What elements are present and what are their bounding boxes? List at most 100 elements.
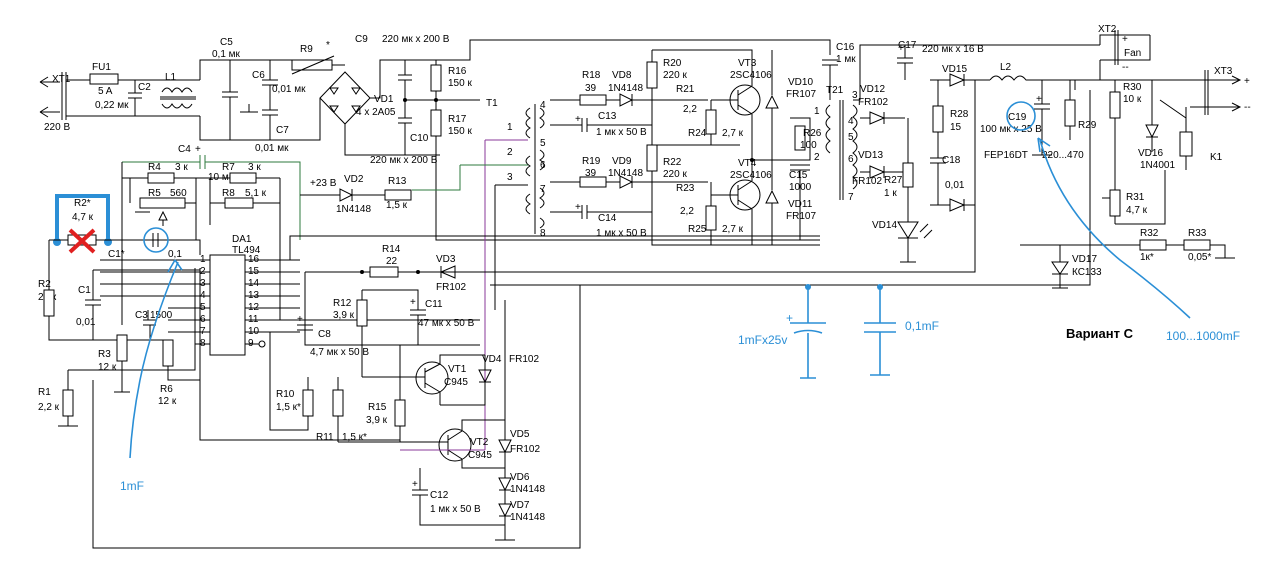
c8-value: 4,7 мк x 50 В <box>310 347 369 358</box>
c9-value: 220 мк x 200 В <box>382 34 450 45</box>
vd16-label: VD16 <box>1138 148 1163 159</box>
r3-value: 12 к <box>98 362 117 373</box>
r15-label: R15 <box>368 402 387 413</box>
vd12-label: VD12 <box>860 84 885 95</box>
r6-label: R6 <box>160 384 173 395</box>
modified-parts: R2* 4,7 к C1* 0,1 <box>49 194 201 260</box>
vd13-label: VD13 <box>858 150 883 161</box>
r13-label: R13 <box>388 176 407 187</box>
c7-label: C7 <box>276 125 289 136</box>
c19-circle <box>1006 101 1036 131</box>
lower-driver: R19 39 VD9 1N4148 + C14 1 мк x 50 В R22 … <box>550 144 820 246</box>
r19-label: R19 <box>582 156 601 167</box>
r27-value: 1 к <box>884 188 897 199</box>
vt4-value: 2SC4106 <box>730 170 772 181</box>
r28-resistor <box>932 105 944 133</box>
c2-label: C2 <box>138 82 151 93</box>
c2-value: 0,22 мк <box>95 100 129 111</box>
r6-resistor <box>162 339 174 367</box>
t21-pin-6: 6 <box>848 154 854 165</box>
r16-value: 150 к <box>448 78 472 89</box>
r12-resistor <box>356 299 368 327</box>
c12-label: C12 <box>430 490 449 501</box>
r11-value: 1,5 к* <box>342 432 367 443</box>
r28-value: 15 <box>950 122 962 133</box>
vd4-label: VD4 <box>482 354 502 365</box>
r6-value: 12 к <box>158 396 177 407</box>
r17-label: R17 <box>448 114 467 125</box>
r3-label: R3 <box>98 349 111 360</box>
c13-label: C13 <box>598 111 617 122</box>
bulk-capacitors: + C9 220 мк x 200 В C10 220 мк x 200 В R… <box>355 34 831 241</box>
vd5-label: VD5 <box>510 429 530 440</box>
t1-pin-5: 5 <box>540 138 546 149</box>
vt4-label: VT4 <box>738 158 757 169</box>
vt3-value: 2SC4106 <box>730 70 772 81</box>
r13-resistor <box>384 189 412 201</box>
r22-label: R22 <box>663 157 682 168</box>
r21-label: R21 <box>676 84 695 95</box>
secondary-section: + C17 220 мк x 16 В VD12 FR102 VD13 FR10… <box>852 40 1110 263</box>
r11-label: R11 <box>316 432 334 443</box>
r22-value: 220 к <box>663 169 687 180</box>
xt2-plus: + <box>1122 34 1128 45</box>
c19-arrow-line <box>1039 139 1191 319</box>
r20-value: 220 к <box>663 70 687 81</box>
c17-label: C17 <box>898 40 917 51</box>
cap-1mf-plus: + <box>786 311 793 325</box>
r28-label: R28 <box>950 109 969 120</box>
xt3-plus: + <box>1244 76 1250 87</box>
r29-label: R29 <box>1078 120 1097 131</box>
r33-resistor <box>1183 239 1211 251</box>
r26-resistor <box>794 125 806 151</box>
r25-label: R25 <box>688 224 707 235</box>
r24-value: 2,7 к <box>722 128 744 139</box>
cap-01mf: 0,1mF <box>905 319 939 333</box>
r33-value: 0,05* <box>1188 252 1211 263</box>
c18-value: 0,01 <box>945 180 965 191</box>
fan-label: Fan <box>1124 48 1141 59</box>
r31-value: 4,7 к <box>1126 205 1148 216</box>
r2star-label: R2* <box>74 198 91 209</box>
c3-value: 1500 <box>150 310 173 321</box>
c1-label: C1 <box>78 285 91 296</box>
r27-resistor <box>902 162 914 188</box>
vd8-value: 1N4148 <box>608 83 643 94</box>
t21-pin-7: 7 <box>848 192 854 203</box>
c14-plus: + <box>575 202 581 213</box>
xt2-label: XT2 <box>1098 24 1117 35</box>
xt3-label: XT3 <box>1214 66 1233 77</box>
r5-trimmer <box>139 197 186 209</box>
r22-resistor <box>646 144 658 172</box>
fu1-fuse <box>89 73 119 85</box>
r1-value: 2,2 к <box>38 402 60 413</box>
c17-value: 220 мк x 16 В <box>922 44 984 55</box>
r4-resistor <box>147 172 175 184</box>
cap-1mf-25v: 1mFx25v <box>738 333 787 347</box>
r4-value: 3 к <box>175 162 188 173</box>
c16-label: C16 <box>836 42 855 53</box>
c17-plus: + <box>898 43 904 54</box>
feedback-section: +23 В VD2 1N4148 R13 1,5 к + C8 4,7 мк x… <box>297 174 975 377</box>
k1-label: K1 <box>1210 152 1223 163</box>
r19-value: 39 <box>585 168 597 179</box>
vd7-value: 1N4148 <box>510 512 545 523</box>
t1-pin-7: 7 <box>540 184 546 195</box>
r24-resistor <box>705 109 717 135</box>
c7-value: 0,01 мк <box>255 143 289 154</box>
c3-label: C3 <box>135 310 148 321</box>
vt3-label: VT3 <box>738 58 757 69</box>
c14-label: C14 <box>598 213 617 224</box>
t1-label: T1 <box>486 98 498 109</box>
r10-value: 1,5 к* <box>276 402 301 413</box>
vd12-value: FR102 <box>858 97 888 108</box>
r30-value: 10 к <box>1123 94 1142 105</box>
t21-pin-3: 3 <box>852 90 858 101</box>
t21-pin-1: 1 <box>814 106 820 117</box>
c1star-value: 0,1 <box>168 249 182 260</box>
outputs: XT2 + Fan -- XT3 + -- R30 10 к VD16 1N40… <box>90 24 1251 289</box>
vt1-value: C945 <box>444 377 468 388</box>
da1-label: DA1 <box>232 234 252 245</box>
vd16-value: 1N4001 <box>1140 160 1175 171</box>
c4-label: C4 <box>178 144 191 155</box>
